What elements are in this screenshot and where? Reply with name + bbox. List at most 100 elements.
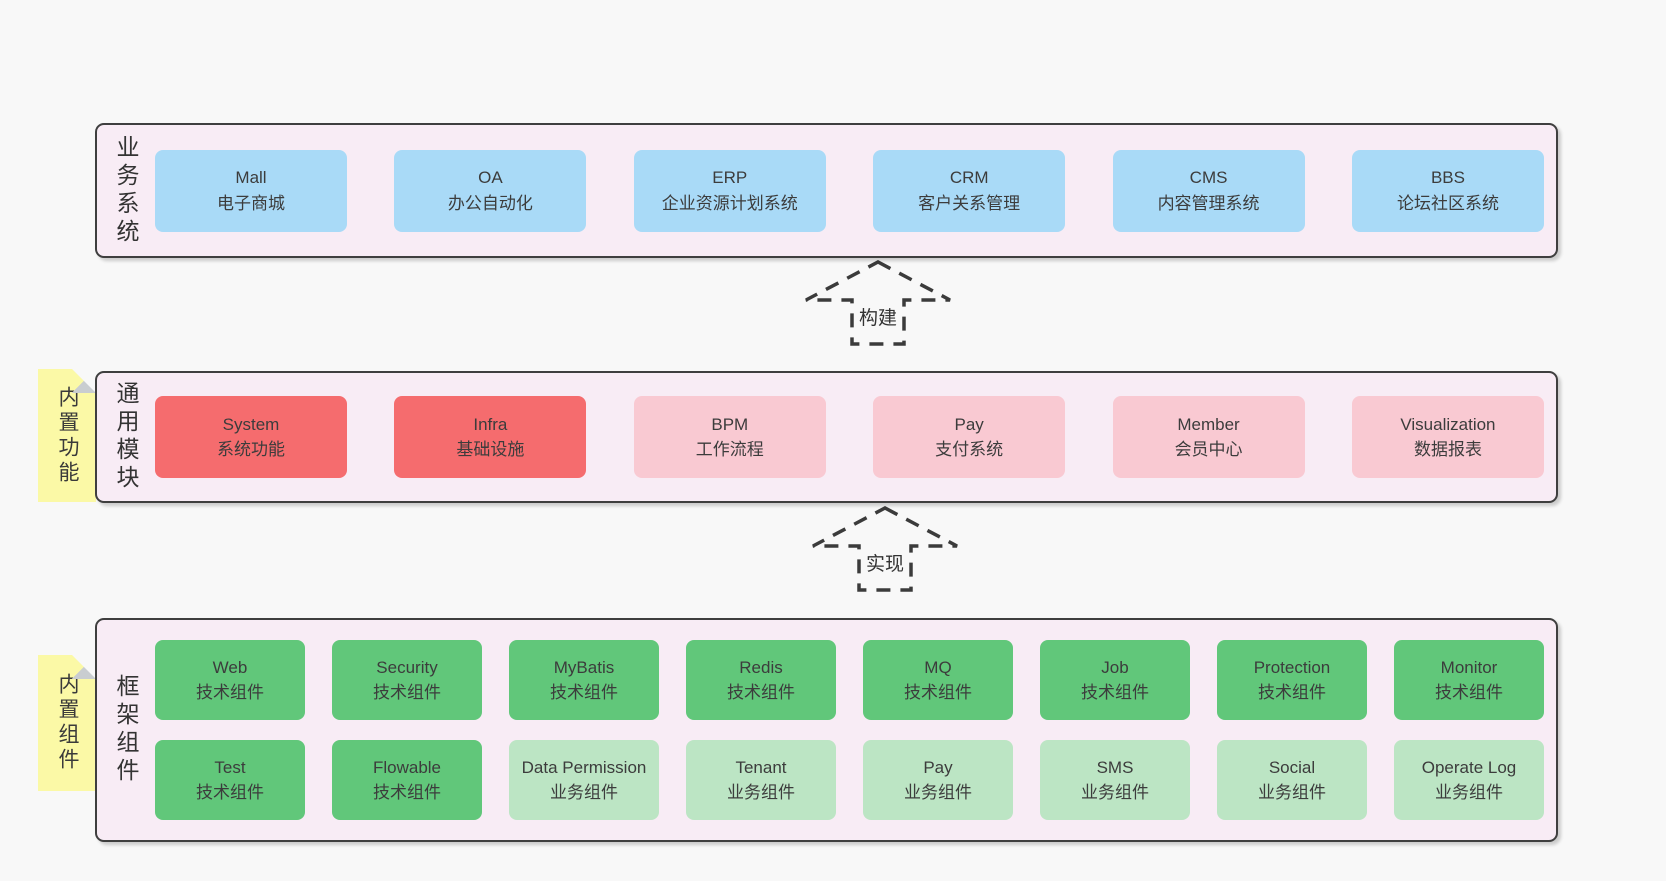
box-name: Job (1101, 657, 1129, 677)
box-name: CRM (949, 168, 989, 187)
box-mybatis: MyBatis 技术组件 (509, 640, 659, 720)
box-test: Test 技术组件 (155, 740, 305, 820)
box-oa: OA 办公自动化 (394, 149, 587, 232)
panel-business-systems: 业务系统 Mall 电子商城 OA 办公自动化 ERP 企业资源计划系统 CRM… (95, 123, 1558, 258)
implement-arrow-label: 实现 (862, 549, 908, 576)
components-rows: Web 技术组件 Security 技术组件 MyBatis 技术组件 Redi… (155, 640, 1544, 820)
box-name: Data Permission (521, 757, 647, 777)
box-name: Infra (473, 414, 508, 434)
sticky-tab-built-in-components: 内置组件 (38, 655, 96, 791)
box-name: BBS (1430, 168, 1465, 187)
dashed-up-arrow-icon (805, 260, 951, 346)
components-row-1: Web 技术组件 Security 技术组件 MyBatis 技术组件 Redi… (155, 640, 1544, 720)
box-desc: 客户关系管理 (918, 193, 1021, 213)
box-name: Tenant (735, 757, 787, 777)
box-name: Monitor (1440, 657, 1498, 677)
box-name: SMS (1096, 757, 1134, 777)
build-arrow: 构建 (803, 259, 953, 347)
box-name: Visualization (1400, 414, 1496, 434)
box-name: BPM (711, 414, 749, 434)
box-desc: 技术组件 (727, 683, 795, 702)
box-visualization: Visualization 数据报表 (1351, 396, 1544, 478)
box-desc: 办公自动化 (447, 193, 533, 213)
box-name: Redis (739, 657, 783, 677)
box-desc: 业务组件 (727, 783, 795, 802)
box-desc: 业务组件 (1081, 783, 1149, 802)
modules-box-row: System 系统功能 Infra 基础设施 BPM 工作流程 Pay 支付系统… (155, 373, 1544, 501)
box-desc: 企业资源计划系统 (661, 193, 798, 213)
box-desc: 数据报表 (1413, 440, 1482, 459)
box-name: Security (376, 657, 438, 677)
box-redis: Redis 技术组件 (686, 640, 836, 720)
box-name: System (222, 414, 280, 434)
box-desc: 技术组件 (1435, 683, 1503, 702)
box-mall: Mall 电子商城 (155, 149, 347, 232)
components-row-2: Test 技术组件 Flowable 技术组件 Data Permission … (155, 740, 1544, 820)
box-desc: 技术组件 (196, 783, 264, 802)
box-desc: 技术组件 (373, 683, 441, 702)
implement-arrow: 实现 (810, 505, 960, 593)
box-sms: SMS 业务组件 (1040, 740, 1190, 820)
box-pay-component: Pay 业务组件 (863, 740, 1013, 820)
box-web: Web 技术组件 (155, 640, 305, 720)
box-tenant: Tenant 业务组件 (686, 740, 836, 820)
box-desc: 技术组件 (373, 783, 441, 802)
box-job: Job 技术组件 (1040, 640, 1190, 720)
box-pay-module: Pay 支付系统 (873, 396, 1066, 478)
box-desc: 内容管理系统 (1157, 193, 1260, 213)
box-desc: 技术组件 (1258, 683, 1326, 702)
box-desc: 技术组件 (1081, 683, 1149, 702)
box-name: Member (1177, 414, 1240, 434)
dashed-up-arrow-icon (812, 506, 958, 592)
box-monitor: Monitor 技术组件 (1394, 640, 1544, 720)
panel-framework-components: 框架组件 Web 技术组件 Security 技术组件 MyBatis 技术组件… (95, 618, 1558, 842)
box-name: Protection (1253, 657, 1331, 677)
box-system: System 系统功能 (155, 396, 347, 478)
box-desc: 技术组件 (196, 683, 264, 702)
box-desc: 业务组件 (904, 783, 972, 802)
business-box-row: Mall 电子商城 OA 办公自动化 ERP 企业资源计划系统 CRM 客户关系… (155, 125, 1544, 256)
build-arrow-label: 构建 (855, 303, 901, 330)
box-cms: CMS 内容管理系统 (1112, 149, 1305, 232)
box-operate-log: Operate Log 业务组件 (1394, 740, 1544, 820)
box-desc: 业务组件 (1258, 783, 1326, 802)
box-desc: 论坛社区系统 (1396, 193, 1499, 213)
box-desc: 业务组件 (550, 783, 618, 802)
sticky-tab-built-in-features: 内置功能 (38, 369, 96, 502)
box-name: Flowable (372, 757, 442, 777)
box-name: OA (478, 168, 503, 187)
box-erp: ERP 企业资源计划系统 (633, 149, 826, 232)
box-flowable: Flowable 技术组件 (332, 740, 482, 820)
box-mq: MQ 技术组件 (863, 640, 1013, 720)
box-member: Member 会员中心 (1112, 396, 1305, 478)
panel-label-components: 框架组件 (113, 674, 139, 786)
box-name: MyBatis (553, 657, 615, 677)
panel-common-modules: 通用模块 System 系统功能 Infra 基础设施 BPM 工作流程 Pay… (95, 371, 1558, 503)
panel-label-modules: 通用模块 (113, 381, 139, 493)
box-name: Social (1268, 757, 1316, 777)
box-desc: 技术组件 (550, 683, 618, 702)
box-name: Pay (923, 757, 953, 777)
box-desc: 电子商城 (217, 193, 285, 213)
box-name: Operate Log (1421, 757, 1517, 777)
box-name: CMS (1189, 168, 1228, 187)
box-name: Pay (954, 414, 984, 434)
box-bpm: BPM 工作流程 (633, 396, 826, 478)
box-social: Social 业务组件 (1217, 740, 1367, 820)
box-protection: Protection 技术组件 (1217, 640, 1367, 720)
box-desc: 会员中心 (1174, 440, 1243, 459)
box-desc: 业务组件 (1435, 783, 1503, 802)
box-desc: 基础设施 (456, 440, 525, 459)
box-desc: 技术组件 (904, 683, 972, 702)
box-name: MQ (924, 657, 952, 677)
box-name: Web (212, 657, 248, 677)
box-name: Mall (235, 168, 267, 187)
box-infra: Infra 基础设施 (394, 396, 587, 478)
box-bbs: BBS 论坛社区系统 (1351, 149, 1544, 232)
box-name: ERP (712, 168, 748, 187)
panel-label-business: 业务系统 (113, 134, 139, 247)
box-name: Test (214, 757, 246, 777)
box-desc: 工作流程 (695, 440, 764, 459)
box-security: Security 技术组件 (332, 640, 482, 720)
